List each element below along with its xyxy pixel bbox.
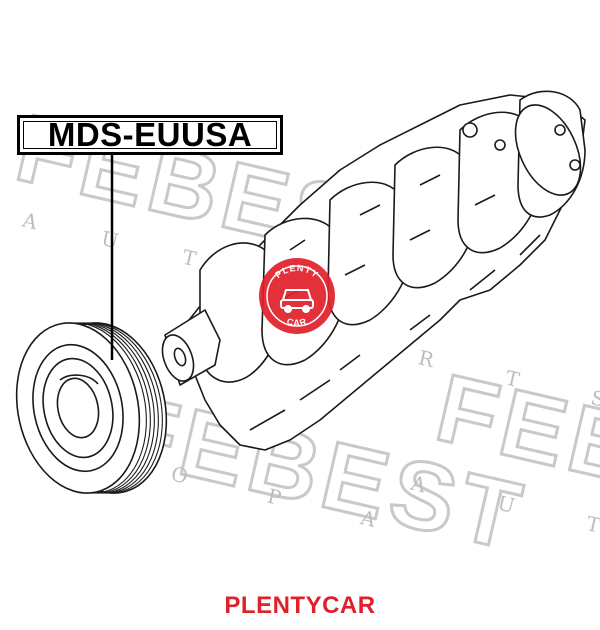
stamp-bottom-textpath: CAR: [285, 316, 307, 328]
flange-hole: [554, 124, 566, 136]
stamp-disc: [259, 258, 335, 334]
stamp-inner-ring: [266, 265, 328, 327]
car-icon: [280, 289, 314, 313]
tagline-letter: T: [584, 511, 600, 545]
pulley-front-face: [15, 322, 141, 494]
crank-detail: [249, 234, 541, 431]
flange-hole: [462, 122, 478, 138]
tagline-letter: U: [99, 226, 150, 260]
stamp-bottom-text: CAR: [285, 316, 308, 328]
crankshaft-illustration: [161, 90, 586, 451]
tagline-letter: A: [19, 208, 69, 242]
pulley-hub: [56, 377, 100, 439]
footer-brand-text: PLENTYCAR: [224, 592, 376, 619]
crank-detail: [289, 174, 441, 251]
flange-hole: [494, 139, 506, 151]
crankshaft-pulley-illustration: [15, 322, 168, 494]
flange-hole: [569, 159, 581, 171]
tagline-letter: S: [589, 385, 600, 419]
pulley-keyway: [59, 374, 99, 385]
pulley-web: [42, 357, 114, 459]
crankshaft-bore: [173, 347, 187, 367]
pulley-inner-ring: [32, 343, 124, 473]
plentycar-stamp: PLENTY CAR: [259, 258, 335, 334]
part-number-label: MDS-EUUSA: [17, 115, 283, 155]
